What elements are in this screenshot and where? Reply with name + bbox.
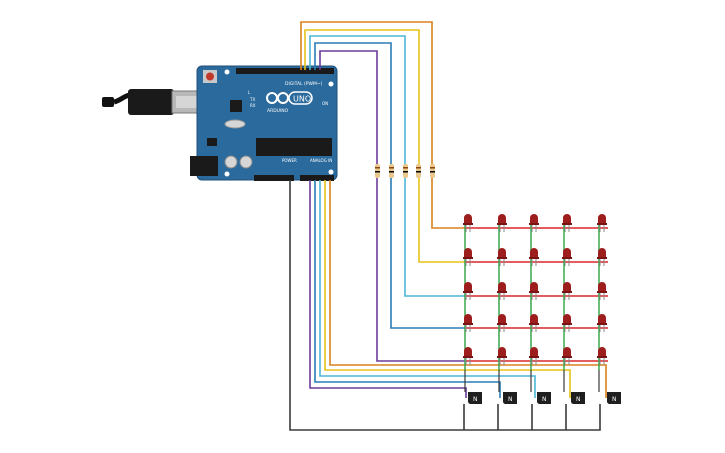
- wire-analog-orange: [329, 180, 607, 398]
- led-r3-c2[interactable]: [497, 282, 507, 300]
- led-r3-c3[interactable]: [529, 282, 539, 300]
- wire-analog-black: [289, 180, 601, 431]
- analog-header[interactable]: [300, 175, 334, 181]
- led-r3-c1[interactable]: [463, 282, 473, 300]
- transistor-label: N: [542, 396, 547, 403]
- tx-label: TX: [249, 97, 255, 102]
- led-r4-c3[interactable]: [529, 314, 539, 332]
- resistors[interactable]: [375, 164, 435, 178]
- led-r2-c2[interactable]: [497, 248, 507, 266]
- wire-ground-loops: [463, 404, 567, 430]
- led-r3-c4[interactable]: [562, 282, 572, 300]
- led-matrix[interactable]: [463, 214, 608, 392]
- led-r5-c1[interactable]: [463, 347, 473, 365]
- on-label: ON: [322, 101, 328, 106]
- analog-label: ANALOG IN: [310, 158, 332, 163]
- resistor-2: [389, 164, 394, 178]
- brand-label: ARDUINO: [267, 108, 289, 114]
- led-r5-c2[interactable]: [497, 347, 507, 365]
- voltage-regulator: [207, 138, 217, 146]
- model-label: UNO: [293, 95, 311, 104]
- led-r4-c2[interactable]: [497, 314, 507, 332]
- crystal: [224, 119, 246, 129]
- power-header[interactable]: [254, 175, 294, 181]
- transistor-3[interactable]: N: [536, 392, 551, 404]
- l-label: L: [248, 90, 251, 95]
- row-wires[interactable]: [300, 21, 466, 362]
- resistor-3: [403, 164, 408, 178]
- led-r2-c3[interactable]: [529, 248, 539, 266]
- power-jack[interactable]: [190, 156, 218, 176]
- led-r2-c1[interactable]: [463, 248, 473, 266]
- transistor-label: N: [508, 396, 513, 403]
- power-label: POWER: [282, 158, 297, 163]
- led-r1-c3[interactable]: [529, 214, 539, 232]
- led-r4-c5[interactable]: [597, 314, 607, 332]
- led-r5-c5[interactable]: [597, 347, 607, 365]
- wire-yellow: [304, 29, 466, 263]
- usb-chip: [230, 100, 242, 112]
- arduino-board[interactable]: DIGITAL (PWM~) UNO ARDUINO L TX RX ON PO…: [190, 65, 338, 181]
- transistor-label: N: [473, 396, 478, 403]
- led-r5-c3[interactable]: [529, 347, 539, 365]
- transistor-4[interactable]: N: [570, 392, 585, 404]
- led-r4-c4[interactable]: [562, 314, 572, 332]
- led-r1-c2[interactable]: [497, 214, 507, 232]
- capacitor-1: [224, 155, 238, 169]
- rx-label: RX: [250, 103, 256, 108]
- microcontroller-chip: [256, 138, 332, 156]
- led-r4-c1[interactable]: [463, 314, 473, 332]
- led-r1-c5[interactable]: [597, 214, 607, 232]
- led-r1-c4[interactable]: [562, 214, 572, 232]
- reset-button[interactable]: [203, 70, 217, 83]
- digital-label: DIGITAL (PWM~): [285, 81, 323, 87]
- wire-analog-purple: [309, 180, 467, 398]
- transistor-5[interactable]: N: [606, 392, 621, 404]
- resistor-4: [416, 164, 421, 178]
- arduino-logo: UNO ARDUINO: [266, 91, 313, 114]
- capacitor-2: [239, 155, 253, 169]
- usb-cable[interactable]: [102, 89, 211, 115]
- digital-header[interactable]: [236, 68, 334, 74]
- column-wires[interactable]: [289, 180, 607, 431]
- led-r3-c5[interactable]: [597, 282, 607, 300]
- led-r2-c4[interactable]: [562, 248, 572, 266]
- resistor-1: [375, 164, 380, 178]
- transistor-label: N: [576, 396, 581, 403]
- resistor-5: [430, 164, 435, 178]
- wire-blue: [314, 42, 466, 329]
- transistor-2[interactable]: N: [502, 392, 517, 404]
- wire-cyan: [309, 35, 466, 297]
- wire-analog-blue: [314, 180, 501, 398]
- led-r2-c5[interactable]: [597, 248, 607, 266]
- wire-orange: [300, 21, 466, 229]
- wire-analog-yellow: [324, 180, 571, 398]
- transistor-label: N: [612, 396, 617, 403]
- wire-analog-cyan: [319, 180, 536, 398]
- led-r5-c4[interactable]: [562, 347, 572, 365]
- transistor-1[interactable]: N: [467, 392, 482, 404]
- wire-purple: [319, 50, 466, 362]
- led-r1-c1[interactable]: [463, 214, 473, 232]
